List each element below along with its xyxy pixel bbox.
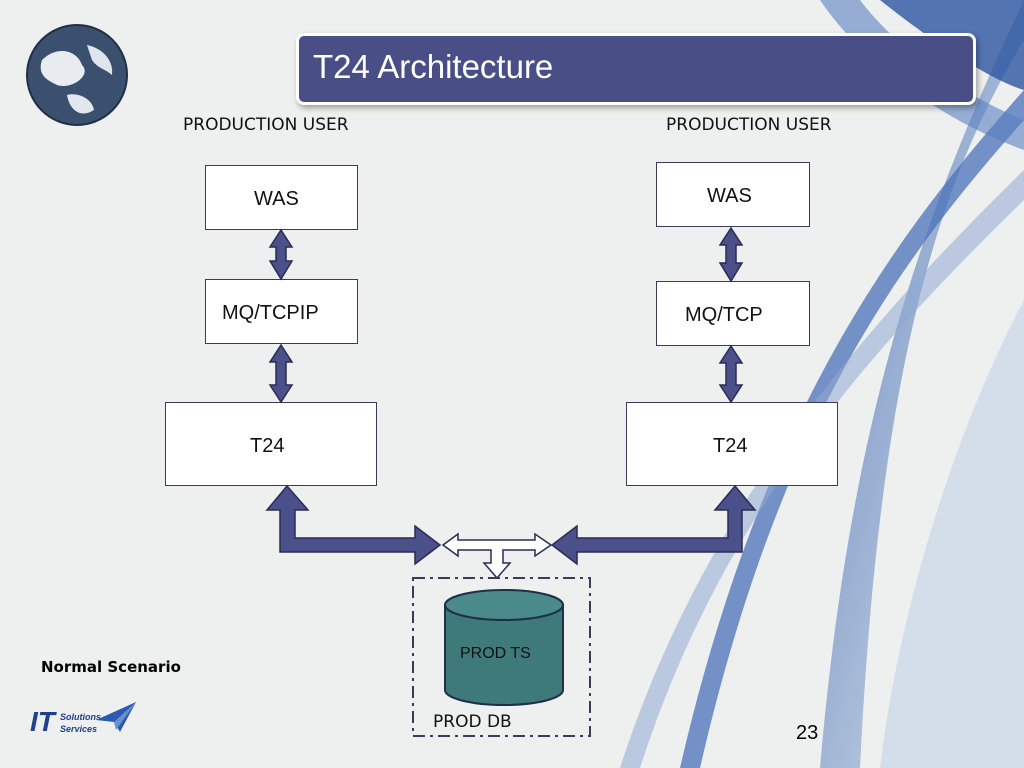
right-t24-label: T24	[713, 435, 748, 457]
page-title: T24 Architecture	[313, 48, 554, 85]
logo-main: IT	[30, 706, 55, 737]
logo-line2: Services	[60, 724, 98, 734]
right-mq-label: MQ/TCP	[685, 304, 763, 326]
prod-ts-label: PROD TS	[460, 645, 531, 662]
logo-line1: Solutions	[60, 712, 101, 722]
scenario-label: Normal Scenario	[41, 658, 181, 676]
left-was-label: WAS	[254, 188, 299, 210]
right-t24-box: T24	[626, 402, 838, 486]
left-t24-label: T24	[250, 435, 285, 457]
left-mq-label: MQ/TCPIP	[222, 302, 319, 324]
left-t24-box: T24	[165, 402, 377, 486]
globe-icon	[26, 24, 128, 126]
right-production-user-label: PRODUCTION USER	[666, 115, 832, 135]
right-mq-box: MQ/TCP	[656, 281, 810, 346]
company-logo: IT Solutions Services	[30, 700, 140, 744]
left-was-box: WAS	[205, 165, 358, 230]
left-mq-box: MQ/TCPIP	[205, 279, 358, 344]
right-was-label: WAS	[707, 185, 752, 207]
left-production-user-label: PRODUCTION USER	[183, 115, 349, 135]
paper-plane-icon	[96, 702, 136, 732]
prod-db-label: PROD DB	[433, 712, 512, 732]
page-number: 23	[796, 722, 819, 744]
title-bar: T24 Architecture	[296, 33, 976, 105]
right-was-box: WAS	[656, 162, 810, 227]
